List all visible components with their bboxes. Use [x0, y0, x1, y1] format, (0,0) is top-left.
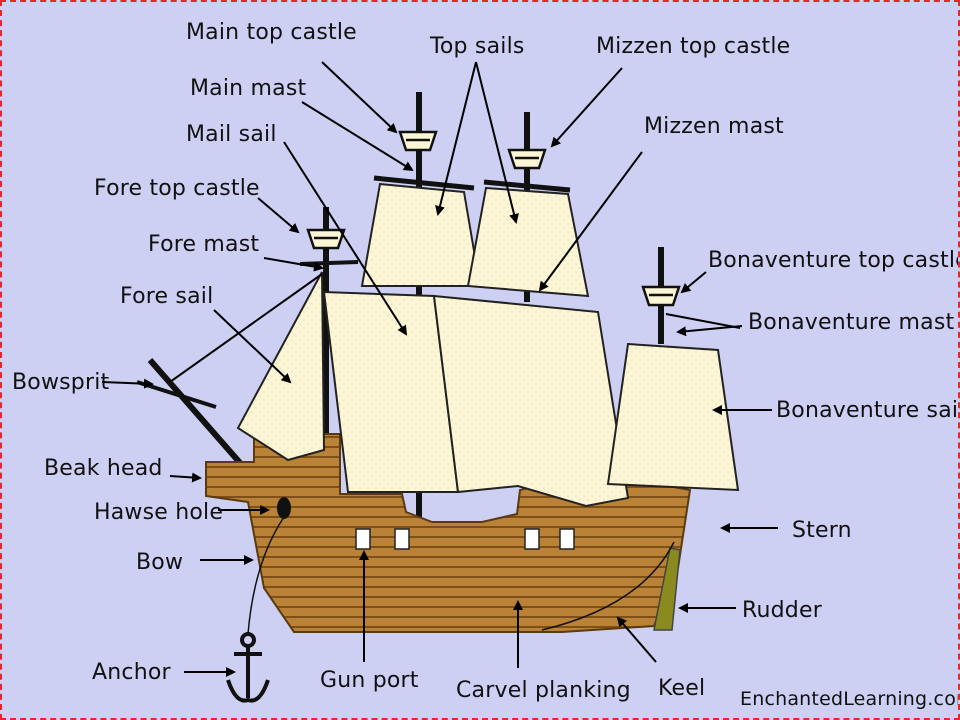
- bowsprit-spar: [147, 358, 251, 474]
- label-rudder: Rudder: [742, 598, 822, 623]
- label-anchor: Anchor: [92, 660, 171, 685]
- label-bowsprit: Bowsprit: [12, 370, 110, 395]
- mizzen-top-sail-shape: [466, 186, 590, 298]
- label-fore-top-castle: Fore top castle: [94, 176, 260, 201]
- label-gun-port: Gun port: [320, 668, 419, 693]
- label-hawse-hole: Hawse hole: [94, 500, 224, 525]
- label-bow: Bow: [136, 550, 184, 575]
- credit-text: EnchantedLearning.com: [740, 688, 960, 710]
- fore-top-castle-shape: [306, 228, 346, 250]
- label-stern: Stern: [792, 518, 852, 543]
- gun-port-2: [394, 528, 410, 550]
- main-top-castle-shape: [398, 130, 438, 152]
- label-carvel-planking: Carvel planking: [456, 678, 631, 703]
- bonaventure-sail-shape: [606, 342, 740, 492]
- label-bonaventure-mast: Bonaventure mast: [748, 310, 955, 335]
- main-top-sail-shape: [360, 182, 482, 287]
- label-beak-head: Beak head: [44, 456, 163, 481]
- gun-port-4: [559, 528, 575, 550]
- fore-sail-shape: [236, 271, 326, 462]
- label-mizzen-top-castle: Mizzen top castle: [596, 34, 791, 59]
- label-bonaventure-sail: Bonaventure sail: [776, 398, 960, 423]
- label-main-mast: Main mast: [190, 76, 307, 101]
- label-mail-sail: Mail sail: [186, 122, 277, 147]
- gun-port-3: [524, 528, 540, 550]
- bonaventure-top-castle-shape: [641, 285, 681, 307]
- label-bonaventure-top-castle: Bonaventure top castle: [708, 248, 960, 273]
- rudder-shape: [653, 547, 681, 631]
- label-mizzen-mast: Mizzen mast: [644, 114, 784, 139]
- label-fore-sail: Fore sail: [120, 284, 214, 309]
- label-top-sails: Top sails: [430, 34, 525, 59]
- gun-port-1: [355, 528, 371, 550]
- label-fore-mast: Fore mast: [148, 232, 260, 257]
- hawse-hole-shape: [277, 497, 291, 519]
- label-keel: Keel: [658, 676, 706, 701]
- mizzen-top-castle-shape: [507, 148, 547, 170]
- main-mail-sail-shape: [432, 294, 630, 508]
- label-main-top-castle: Main top castle: [186, 20, 357, 45]
- anchor-rope: [247, 516, 285, 635]
- anchor-shape: [226, 632, 270, 703]
- keel-line: [541, 541, 675, 631]
- pointer-arrows: [101, 61, 778, 677]
